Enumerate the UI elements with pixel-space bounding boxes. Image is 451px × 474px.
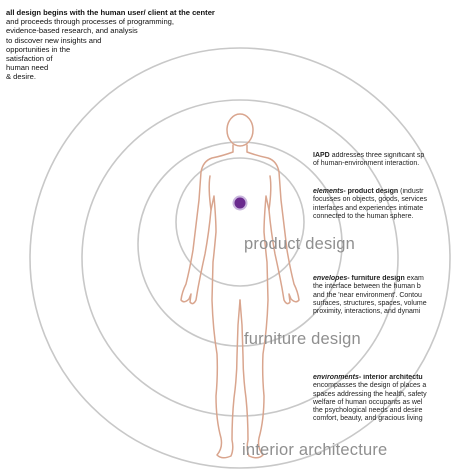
environments-line: the psychological needs and desire — [313, 407, 451, 415]
iapd-line: addresses three significant sp — [332, 152, 425, 159]
intro-line: and proceeds through processes of progra… — [6, 17, 236, 26]
iapd-block: IAPD addresses three significant sp of h… — [313, 152, 451, 169]
intro-line: & desire. — [6, 72, 236, 81]
environments-block: environments- interior architectu encomp… — [313, 374, 451, 424]
intro-line: satisfaction of — [6, 54, 236, 63]
intro-line: evidence-based research, and analysis — [6, 26, 236, 35]
elements-line: focusses on objects, goods, services — [313, 196, 451, 204]
iapd-lead: IAPD — [313, 152, 330, 159]
envelopes-block: envelopes- furniture design exam the int… — [313, 275, 451, 316]
intro-text: all design begins with the human user/ c… — [6, 8, 236, 82]
environments-title: - interior architectu — [359, 374, 423, 381]
intro-line: opportunities in the — [6, 45, 236, 54]
label-interior-architecture: interior architecture — [242, 441, 387, 460]
ring-inner — [176, 158, 304, 286]
label-product-design: product design — [244, 235, 355, 254]
elements-line: interfaces and experiences intimate — [313, 205, 451, 213]
intro-heading: all design begins with the human user/ c… — [6, 8, 236, 17]
envelopes-line: surfaces, structures, spaces, volume — [313, 300, 451, 308]
envelopes-line: proximity, interactions, and dynami — [313, 308, 451, 316]
envelopes-title: - furniture design — [347, 275, 405, 282]
environments-line: spaces addressing the health, safety — [313, 391, 451, 399]
elements-line: connected to the human sphere. — [313, 213, 451, 221]
iapd-line: of human-environment interaction. — [313, 160, 451, 168]
intro-line: to discover new insights and — [6, 36, 236, 45]
environments-line: comfort, beauty, and gracious living — [313, 415, 451, 423]
envelopes-lead: envelopes — [313, 275, 347, 282]
environments-line: encompasses the design of places a — [313, 382, 451, 390]
envelopes-line: exam — [405, 275, 424, 282]
elements-block: elements- product design (industr focuss… — [313, 188, 451, 221]
elements-lead: elements — [313, 188, 343, 195]
environments-lead: environments — [313, 374, 359, 381]
elements-line: (industr — [398, 188, 423, 195]
ring-furniture — [82, 100, 398, 416]
envelopes-line: the interface between the human b — [313, 283, 451, 291]
intro-line: human need — [6, 63, 236, 72]
environments-line: welfare of human occupants as wel — [313, 399, 451, 407]
elements-title: - product design — [343, 188, 398, 195]
center-dot — [234, 197, 247, 210]
label-furniture-design: furniture design — [244, 330, 361, 349]
envelopes-line: and the 'near environment'. Contou — [313, 292, 451, 300]
